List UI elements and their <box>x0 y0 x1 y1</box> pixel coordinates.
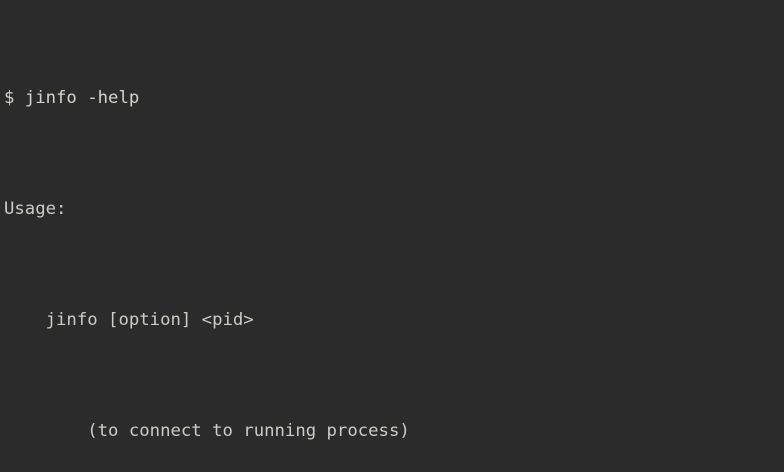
terminal-line-usage-form-1-syntax: jinfo [option] <pid> <box>4 309 254 330</box>
terminal-line-usage-header: Usage: <box>4 198 67 219</box>
terminal-screen[interactable]: $ jinfo -help Usage: jinfo [option] <pid… <box>4 2 784 472</box>
terminal-line-prompt-command: $ jinfo -help <box>4 88 140 109</box>
terminal-line-usage-form-1-description: (to connect to running process) <box>4 420 410 441</box>
